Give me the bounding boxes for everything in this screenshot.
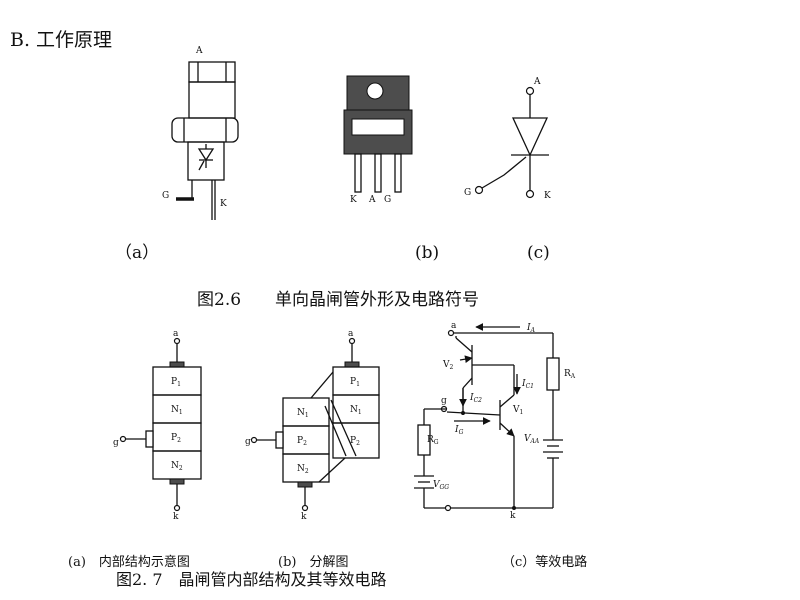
fig26-sublabel-b: (b) bbox=[415, 243, 439, 263]
decomp-gate-label: g bbox=[245, 437, 251, 447]
pkg-b-pin-a: A bbox=[368, 195, 376, 205]
circuit-label-ic2: IC2 bbox=[469, 393, 482, 404]
struct-layer-p1: P1 bbox=[171, 377, 181, 388]
decomp-cathode-label: k bbox=[301, 512, 307, 522]
circuit-label-vgg: VGG bbox=[433, 480, 449, 491]
circuit-label-ra: RA bbox=[564, 369, 576, 380]
fig26-sublabel-c: (c) bbox=[527, 243, 550, 263]
fig26-package-b: K A G bbox=[343, 75, 413, 205]
struct-cathode-label: k bbox=[173, 512, 179, 522]
decomp-right-p1: P1 bbox=[350, 377, 360, 388]
fig27-sublabel-a: (a) 内部结构示意图 bbox=[68, 554, 190, 570]
circuit-label-v1: V1 bbox=[512, 405, 523, 416]
circuit-label-rg: RG bbox=[427, 435, 439, 446]
decomp-left-n2: N2 bbox=[297, 464, 309, 475]
decomp-anode-label: a bbox=[348, 329, 354, 339]
fig27-equivalent-circuit: IA RA VAA k V2 V1 IC1 bbox=[414, 321, 576, 521]
decomp-right-n1: N1 bbox=[350, 405, 362, 416]
decomp-left-p2: P2 bbox=[297, 436, 307, 447]
circuit-label-vaa: VAA bbox=[524, 434, 540, 445]
struct-layer-n1: N1 bbox=[171, 405, 183, 416]
circuit-label-v2: V2 bbox=[442, 360, 454, 371]
struct-anode-label: a bbox=[173, 329, 179, 339]
fig27-caption: 图2. 7 晶闸管内部结构及其等效电路 bbox=[116, 570, 387, 589]
pkg-a-anode-label: A bbox=[195, 46, 203, 56]
circuit-label-ic1: IC1 bbox=[521, 379, 534, 390]
struct-layer-p2: P2 bbox=[171, 433, 181, 444]
pkg-b-pin-k: K bbox=[350, 195, 357, 205]
fig27-structure: a g k P1 N1 P2 N2 bbox=[113, 329, 202, 522]
circuit-label-ia: IA bbox=[526, 323, 536, 334]
struct-layer-n2: N2 bbox=[171, 461, 183, 472]
decomp-right-p2: P2 bbox=[350, 436, 360, 447]
fig26-package-a: A G K bbox=[162, 46, 239, 220]
pkg-a-gate-label: G bbox=[162, 191, 169, 201]
fig27-decomposition: a g k P1 N1 P2 N1 P2 N2 bbox=[245, 329, 380, 522]
fig26-caption: 图2.6 单向晶闸管外形及电路符号 bbox=[197, 290, 479, 310]
circuit-cathode-label: k bbox=[510, 511, 516, 521]
pkg-a-cathode-label: K bbox=[220, 199, 227, 209]
symbol-cathode-label: K bbox=[544, 191, 551, 201]
fig26-symbol: A G K bbox=[464, 77, 551, 201]
fig27-sublabel-c: （c）等效电路 bbox=[502, 554, 587, 570]
circuit-gate-label: g bbox=[441, 396, 447, 406]
struct-gate-label: g bbox=[113, 438, 119, 448]
fig26-sublabel-a: （a） bbox=[115, 243, 159, 263]
section-heading: B. 工作原理 bbox=[10, 29, 112, 51]
fig27-sublabel-b: (b) 分解图 bbox=[278, 555, 348, 570]
symbol-gate-label: G bbox=[464, 188, 471, 198]
circuit-anode-label: a bbox=[451, 321, 457, 331]
pkg-b-pin-g: G bbox=[384, 195, 391, 205]
symbol-anode-label: A bbox=[533, 77, 541, 87]
decomp-left-n1: N1 bbox=[297, 408, 309, 419]
circuit-label-ig: IG bbox=[454, 425, 464, 436]
